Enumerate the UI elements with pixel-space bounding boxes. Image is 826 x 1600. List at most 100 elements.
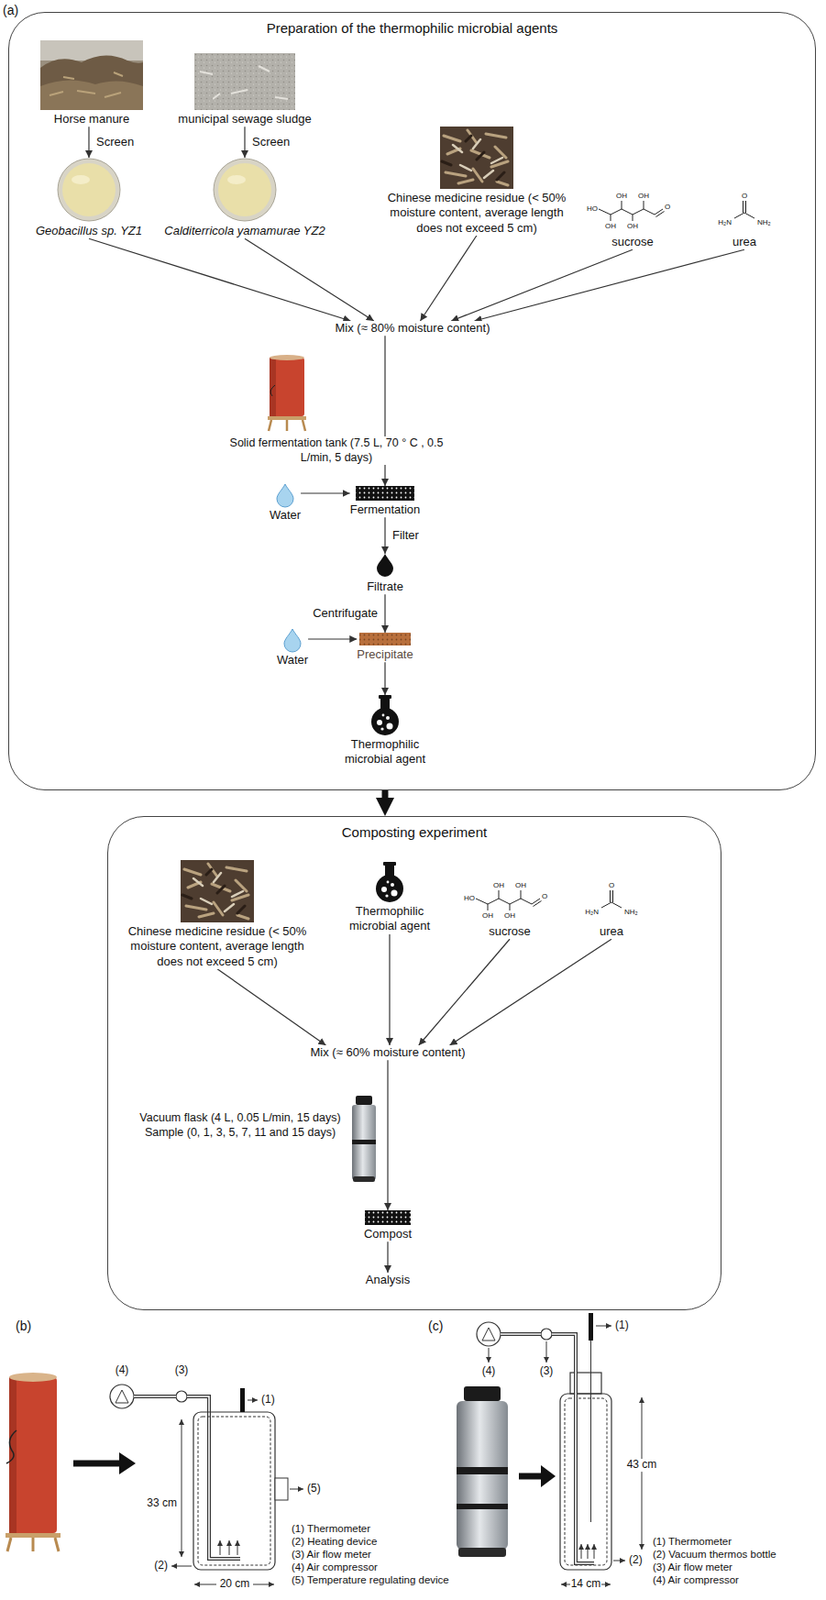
heating-tank-photo [6, 1430, 17, 1464]
water-input: Water [269, 484, 301, 523]
material-item: Chinese medicine residue (< 50% moisture… [123, 859, 312, 970]
panel-letter: (b) [15, 1318, 32, 1333]
transition-arrow [119, 1452, 136, 1475]
flow-arrow [419, 235, 477, 321]
process-panel: Composting experimentChinese medicine re… [107, 815, 722, 1311]
callout-number: (2) [628, 1553, 643, 1567]
thermos-schematic [476, 1312, 642, 1585]
dimension-label: 33 cm [146, 1497, 177, 1510]
horse-manure-photo [40, 40, 144, 61]
horse-manure-photo [40, 79, 144, 111]
urea-structure [601, 890, 622, 908]
item-label: Filtrate [366, 579, 404, 595]
flow-arrow [386, 1059, 388, 1211]
flow-arrow [474, 249, 745, 321]
atom-label: OH [493, 881, 505, 890]
atom-label: NH₂ [624, 907, 639, 916]
heating-tank-photo [9, 1376, 57, 1533]
item-label: Horse manure [54, 111, 130, 127]
atom-label: O [541, 892, 548, 901]
thermos-photo [456, 1503, 508, 1509]
tank-schematic [220, 1540, 221, 1555]
compost-material [364, 1210, 411, 1225]
heating-tank-photo [5, 1372, 61, 1552]
transition-arrow [518, 1464, 556, 1487]
thermos-schematic [564, 1398, 607, 1565]
key-entry: (1) Thermometer [652, 1535, 732, 1548]
atom-label: H₂N [717, 218, 732, 227]
strain-item: Geobacillus sp. YZ1 [35, 157, 143, 239]
process-panel: Preparation of the thermophilic microbia… [8, 11, 816, 791]
vacuum-flask-photo [352, 1095, 376, 1182]
item-label: Mix (≈ 80% moisture content) [335, 320, 491, 336]
vacuum-flask-photo [352, 1139, 376, 1145]
edge-label: Filter [390, 528, 421, 543]
thermos-photo [458, 1547, 507, 1557]
tank-schematic [176, 1390, 188, 1402]
item-label: Chinese medicine residue (< 50% moisture… [123, 924, 312, 970]
item-label: Precipitate [356, 647, 413, 662]
flow-arrow [244, 238, 375, 321]
tank-schematic [181, 1419, 183, 1557]
tank-schematic [229, 1540, 231, 1555]
flow-arrow [88, 238, 351, 321]
item-label: Water [276, 652, 309, 668]
tank-schematic [110, 1384, 134, 1409]
vacuum-flask-photo [352, 1104, 376, 1180]
atom-label: OH [504, 911, 516, 920]
flow-arrow [88, 126, 89, 158]
equipment-label: Solid fermentation tank (7.5 L, 70 ° C ,… [212, 436, 461, 465]
fermentation-tank-photo [269, 357, 276, 417]
atom-label: O [664, 202, 671, 211]
thermos-photo [456, 1386, 508, 1557]
dimension-label: 14 cm [571, 1577, 602, 1591]
horse-manure-photo [49, 72, 123, 98]
thermos-schematic [560, 1393, 612, 1570]
thermos-schematic [581, 1543, 583, 1559]
thermos-schematic [587, 1543, 589, 1559]
flow-arrow [384, 517, 386, 554]
flow-arrow-thick [382, 790, 389, 805]
thermos-schematic [500, 1333, 595, 1564]
item-label: Chinese medicine residue (< 50% moisture… [383, 190, 572, 236]
petri-dish [57, 158, 121, 221]
key-entry: (2) Vacuum thermos bottle [652, 1548, 777, 1561]
flow-arrow [451, 249, 633, 321]
strain-item: Calditerricola yamamurae YZ2 [164, 157, 325, 239]
flow-arrow [386, 1241, 388, 1273]
key-entry: (4) Air compressor [652, 1574, 739, 1586]
atom-label: OH [515, 881, 527, 890]
filtrate-item: Filtrate [366, 553, 404, 595]
atom-label: HO [586, 204, 598, 213]
fermentation-tank-photo [270, 385, 276, 397]
petri-dish [71, 175, 90, 185]
callout-number: (3) [539, 1365, 554, 1378]
fermentation-material [355, 485, 415, 501]
item-label: Calditerricola yamamurae YZ2 [164, 223, 325, 239]
flow-arrow [217, 969, 326, 1046]
tank-schematic [115, 1389, 129, 1403]
dimension-label: 20 cm [220, 1577, 251, 1591]
callout-number: (5) [307, 1482, 321, 1496]
tank-schematic [194, 1584, 217, 1586]
heating-tank-photo [9, 1372, 57, 1382]
tank-schematic [275, 1477, 288, 1500]
tank-schematic [240, 1387, 245, 1412]
flow-arrow [243, 126, 245, 158]
callout-number: (1) [261, 1393, 276, 1407]
item-label: sucrose [611, 234, 654, 250]
tank-schematic [253, 1584, 275, 1586]
tank-schematic [133, 1396, 241, 1559]
water-drop [284, 628, 301, 652]
vacuum-flask-photo [352, 1176, 375, 1182]
callout-number: (3) [175, 1364, 189, 1377]
flow-arrow [388, 934, 390, 1047]
flow-arrow [384, 661, 386, 695]
atom-label: OH [627, 221, 639, 231]
callout-number: (4) [482, 1365, 496, 1378]
compost-material [364, 1210, 411, 1225]
precipitate-material [359, 632, 411, 646]
source-item: municipal sewage sludge [177, 53, 311, 127]
